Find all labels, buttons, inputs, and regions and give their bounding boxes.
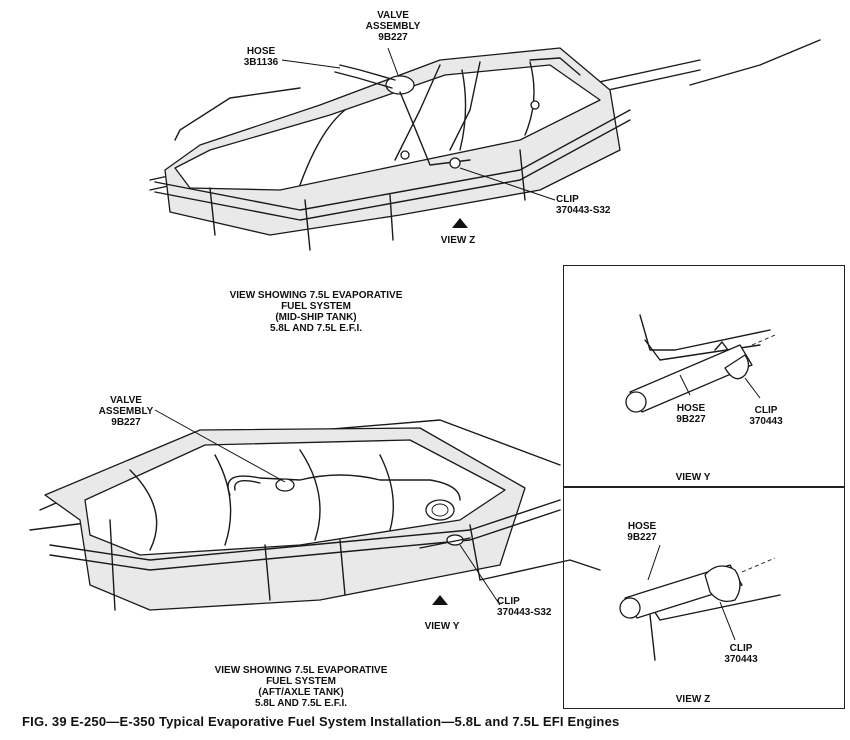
top-view-z-label: VIEW Z <box>440 235 476 246</box>
aft-axle-fuel-tank <box>29 419 601 611</box>
top-diagram-caption: VIEW SHOWING 7.5L EVAPORATIVE FUEL SYSTE… <box>229 290 403 334</box>
view-y-panel <box>563 265 845 487</box>
bottom-view-y-label: VIEW Y <box>424 621 460 632</box>
view-z-detail-drawing <box>619 544 781 661</box>
view-z-panel-title: VIEW Z <box>675 694 711 705</box>
bottom-diagram-caption: VIEW SHOWING 7.5L EVAPORATIVE FUEL SYSTE… <box>214 665 388 709</box>
figure-caption: FIG. 39 E-250—E-350 Typical Evaporative … <box>22 714 620 729</box>
top-valve-assembly-label: VALVE ASSEMBLY 9B227 <box>365 10 421 43</box>
view-y-clip-label: CLIP 370443 <box>749 405 783 427</box>
view-y-panel-title: VIEW Y <box>675 472 711 483</box>
view-y-arrow-icon <box>432 595 448 605</box>
mid-ship-fuel-tank <box>149 39 821 251</box>
bottom-valve-assembly-label: VALVE ASSEMBLY 9B227 <box>98 395 154 428</box>
view-y-hose-label: HOSE 9B227 <box>676 403 706 425</box>
top-clip-label: CLIP 370443-S32 <box>556 194 611 216</box>
view-z-clip-label: CLIP 370443 <box>724 643 758 665</box>
top-hose-label: HOSE 3B1136 <box>243 46 279 68</box>
view-z-panel <box>563 487 845 709</box>
view-z-hose-label: HOSE 9B227 <box>627 521 657 543</box>
view-y-detail-drawing <box>625 314 776 413</box>
view-z-arrow-icon <box>452 218 468 228</box>
bottom-clip-label: CLIP 370443-S32 <box>497 596 552 618</box>
